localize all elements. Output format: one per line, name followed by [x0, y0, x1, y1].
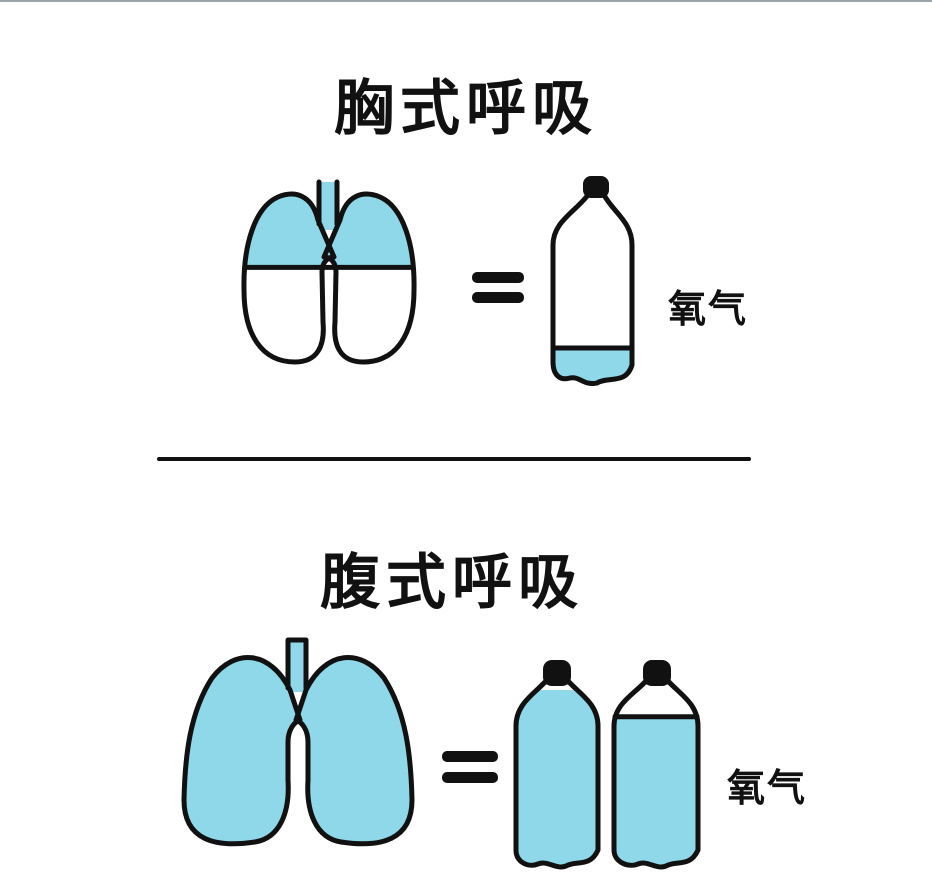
trachea-bottom-outline [285, 637, 309, 691]
bottle-bottom-1-cap [543, 660, 571, 686]
trachea-top [319, 182, 337, 230]
trachea-top-outline [316, 179, 340, 227]
trachea-bottom [288, 640, 306, 692]
abdominal-breathing-title: 腹式呼吸 [320, 548, 584, 618]
lungs-top [240, 179, 420, 362]
bottle-top [550, 176, 640, 395]
oxygen-label-top: 氧气 [668, 287, 749, 331]
bottle-bottom-2 [610, 660, 702, 878]
top-border-line [0, 0, 932, 2]
oxygen-label-bottom: 氧气 [727, 766, 808, 810]
chest-breathing-title: 胸式呼吸 [334, 74, 598, 144]
bottle-bottom-2-water [614, 716, 698, 867]
bottle-bottom-1-water [516, 690, 598, 867]
lungs-bottom [180, 637, 416, 855]
equals-sign-top [472, 272, 524, 303]
bottle-top-cap [583, 176, 609, 198]
bottle-bottom-2-cap [643, 660, 671, 686]
section-divider [157, 457, 751, 461]
bottle-bottom-1 [512, 660, 602, 878]
equals-sign-bottom [442, 751, 498, 783]
